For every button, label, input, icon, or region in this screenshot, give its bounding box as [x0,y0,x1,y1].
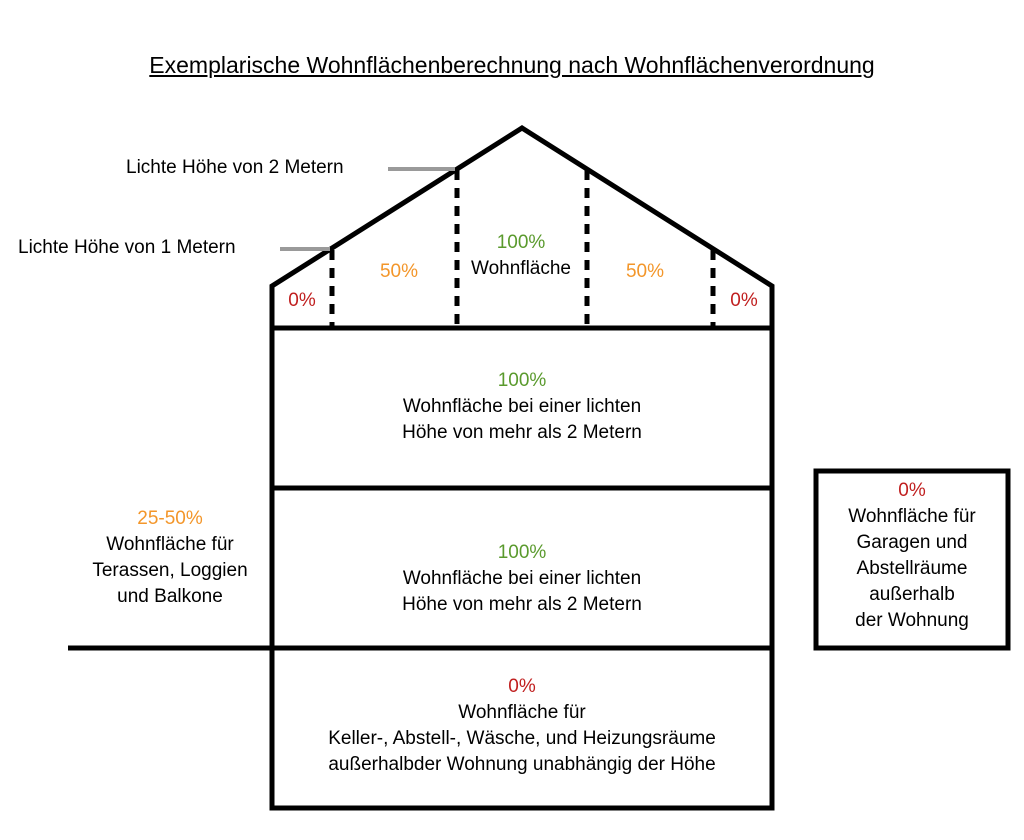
garage-line2: Garagen und [856,532,968,553]
upper-floor-text: 100% Wohnfläche bei einer lichten Höhe v… [272,368,772,446]
terrace-percent: 25-50% [137,508,203,529]
attic-left-edge-percent: 0% [288,290,316,311]
ground-floor-percent: 100% [497,542,547,563]
attic-center-label: Wohnfläche [471,258,571,279]
attic-center-area: 100% Wohnfläche [462,230,580,282]
attic-right-mid-percent: 50% [625,261,665,282]
ground-floor-text: 100% Wohnfläche bei einer lichten Höhe v… [272,540,772,618]
attic-left-mid-percent: 50% [379,261,419,282]
ground-floor-line2: Höhe von mehr als 2 Metern [402,594,642,615]
basement-percent: 0% [508,676,536,697]
basement-line2: Keller-, Abstell-, Wäsche, und Heizungsr… [328,728,716,749]
roof-outline [269,125,775,328]
attic-center-percent: 100% [496,232,546,253]
terrace-line1: Wohnfläche für [106,534,234,555]
garage-box-outline [813,468,1011,651]
house-body-outline [269,325,775,811]
attic-label-2m: Lichte Höhe von 2 Metern [126,157,344,178]
upper-floor-percent: 100% [497,370,547,391]
garage-text: 0% Wohnfläche für Garagen und Abstellräu… [816,478,1008,634]
garage-line4: außerhalb [869,584,955,605]
attic-label-1m: Lichte Höhe von 1 Metern [18,237,236,258]
basement-line3: außerhalbder Wohnung unabhängig der Höhe [328,754,716,775]
terrace-line2: Terassen, Loggien [92,560,248,581]
terrace-line3: und Balkone [117,586,223,607]
page-title: Exemplarische Wohnflächenberechnung nach… [149,52,875,78]
upper-floor-line2: Höhe von mehr als 2 Metern [402,422,642,443]
basement-text: 0% Wohnfläche für Keller-, Abstell-, Wäs… [272,674,772,778]
garage-percent: 0% [898,480,926,501]
garage-line3: Abstellräume [856,558,968,579]
terrace-text: 25-50% Wohnfläche für Terassen, Loggien … [70,506,270,610]
basement-line1: Wohnfläche für [458,702,586,723]
upper-floor-line1: Wohnfläche bei einer lichten [402,396,642,417]
garage-line1: Wohnfläche für [848,506,976,527]
garage-line5: der Wohnung [855,610,969,631]
ground-floor-line1: Wohnfläche bei einer lichten [402,568,642,589]
attic-right-edge-percent: 0% [730,290,758,311]
